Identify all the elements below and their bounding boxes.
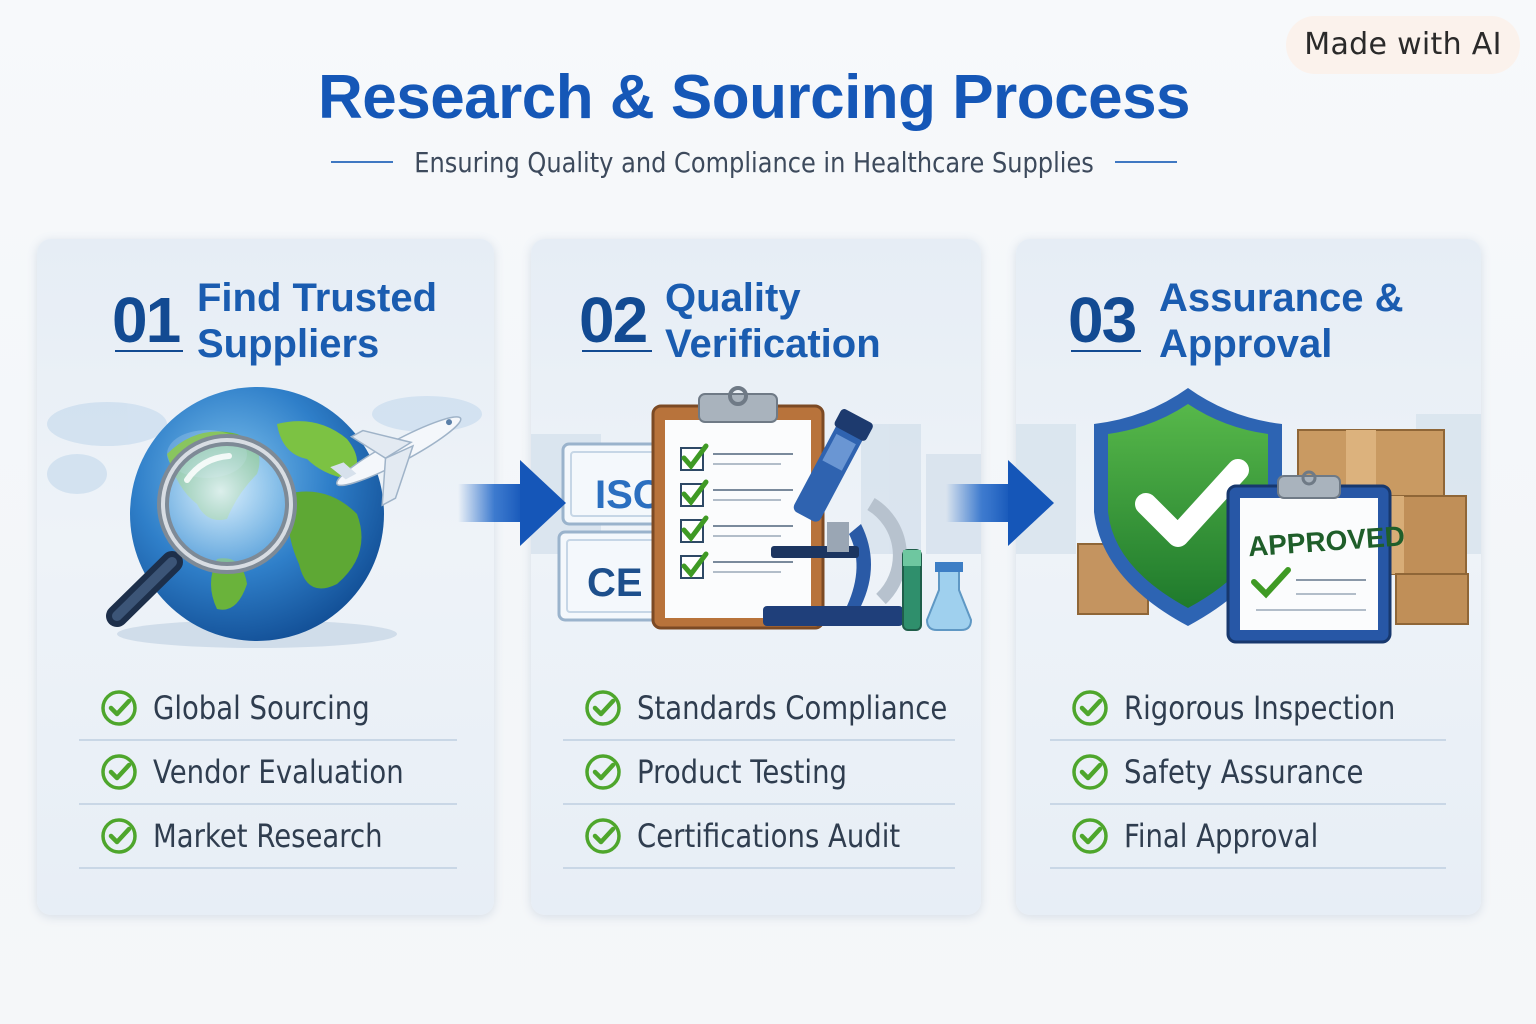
step-number: 02 (579, 284, 648, 356)
microscope-icon (763, 409, 907, 626)
check-circle-icon (101, 818, 137, 854)
step-card-1: 01 Find Trusted Suppliers (37, 239, 494, 915)
step-number: 01 (112, 284, 181, 356)
step-title: Assurance & Approval (1159, 275, 1404, 367)
list-item: Certifications Audit (563, 805, 955, 869)
arrow-right-icon (458, 460, 566, 546)
check-circle-icon (1072, 754, 1108, 790)
check-circle-icon (585, 690, 621, 726)
check-circle-icon (101, 754, 137, 790)
list-item-label: Safety Assurance (1124, 753, 1364, 791)
globe-illustration (47, 387, 482, 648)
page-subtitle: Ensuring Quality and Compliance in Healt… (414, 145, 1094, 179)
step-title-line-2: Approval (1159, 322, 1333, 366)
approval-illustration: APPROVED (1016, 388, 1481, 644)
step-title-line-2: Suppliers (197, 322, 380, 366)
check-circle-icon (1072, 818, 1108, 854)
check-circle-icon (1072, 690, 1108, 726)
approved-clipboard-icon: APPROVED (1226, 470, 1406, 644)
list-item: Final Approval (1050, 805, 1446, 869)
list-item: Standards Compliance (563, 677, 955, 741)
subtitle-divider-left (330, 161, 393, 163)
test-tubes-icon (902, 549, 973, 631)
list-item-label: Rigorous Inspection (1124, 689, 1396, 727)
step-1-list: Global Sourcing Vendor Evaluation Market… (79, 677, 457, 869)
list-item-label: Standards Compliance (637, 689, 948, 727)
page-title: Research & Sourcing Process (317, 63, 1191, 132)
clipboard-icon (651, 386, 825, 630)
checklist-rows (680, 443, 793, 579)
list-item-label: Final Approval (1124, 817, 1319, 855)
subtitle-divider-right (1115, 161, 1178, 163)
list-item: Safety Assurance (1050, 741, 1446, 805)
list-item-label: Product Testing (637, 753, 847, 791)
arrow-right-icon (946, 460, 1054, 546)
step-2-list: Standards Compliance Product Testing Cer… (563, 677, 955, 869)
list-item: Product Testing (563, 741, 955, 805)
list-item-label: Global Sourcing (153, 689, 370, 727)
magnifier-icon (106, 434, 297, 627)
list-item: Market Research (79, 805, 457, 869)
list-item: Vendor Evaluation (79, 741, 457, 805)
step-title: Find Trusted Suppliers (197, 275, 437, 367)
step-title-line-1: Find Trusted (197, 276, 437, 320)
step-3-list: Rigorous Inspection Safety Assurance Fin… (1050, 677, 1446, 869)
check-circle-icon (101, 690, 137, 726)
check-circle-icon (585, 818, 621, 854)
step-title-line-1: Quality (665, 276, 801, 320)
subtitle-row: Ensuring Quality and Compliance in Healt… (330, 140, 1178, 184)
step-title-line-1: Assurance & (1159, 276, 1404, 320)
list-item-label: Certifications Audit (637, 817, 901, 855)
check-circle-icon (585, 754, 621, 790)
quality-illustration: ISO CE (531, 386, 981, 631)
step-number-underline (582, 350, 652, 352)
list-item-label: Market Research (153, 817, 383, 855)
step-number: 03 (1068, 284, 1137, 356)
list-item: Global Sourcing (79, 677, 457, 741)
list-item-label: Vendor Evaluation (153, 753, 404, 791)
ce-label: CE (587, 561, 643, 605)
certificate-ce: CE (557, 530, 671, 622)
step-card-2: 02 Quality Verification ISO CE (531, 239, 981, 915)
step-card-3: 03 Assurance & Approval (1016, 239, 1481, 915)
made-with-ai-badge: Made with AI (1286, 16, 1520, 74)
airplane-icon (330, 416, 462, 507)
list-item: Rigorous Inspection (1050, 677, 1446, 741)
step-number-underline (1071, 350, 1141, 352)
step-title-line-2: Verification (665, 322, 881, 366)
step-title: Quality Verification (665, 275, 881, 367)
step-number-underline (115, 350, 183, 352)
